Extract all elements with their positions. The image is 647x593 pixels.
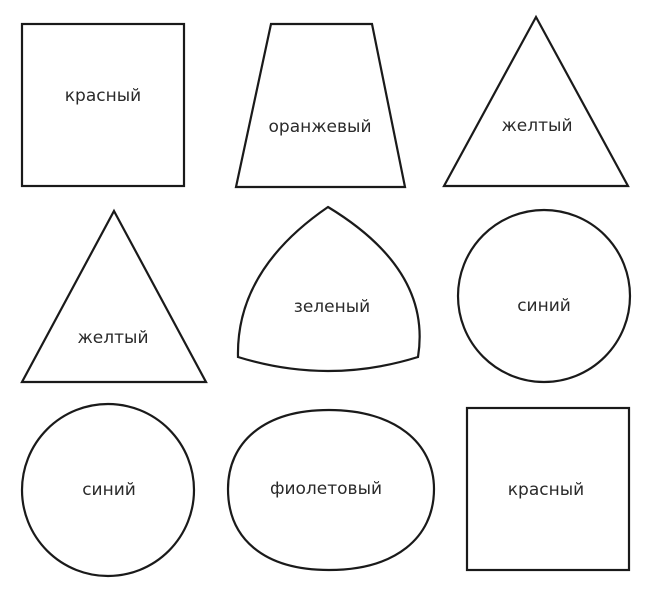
shape-label: зеленый — [294, 297, 370, 317]
shape-label: оранжевый — [269, 117, 372, 137]
shape-card-circle-1: синий — [456, 208, 632, 384]
shape-label: красный — [508, 480, 584, 500]
shape-card-trapezoid: оранжевый — [234, 22, 407, 189]
shape-card-square-1: красный — [20, 22, 186, 188]
shape-card-triangle-2: желтый — [20, 208, 208, 384]
triangle-shape — [442, 14, 630, 188]
triangle-shape — [20, 208, 208, 384]
reuleaux-triangle-shape — [236, 205, 421, 373]
trapezoid-shape — [234, 22, 407, 189]
oval-shape — [226, 408, 436, 572]
shape-label: желтый — [77, 328, 148, 348]
circle-shape — [20, 402, 196, 578]
shape-card-oval: фиолетовый — [226, 408, 436, 572]
square-shape — [465, 406, 631, 572]
square-shape — [20, 22, 186, 188]
shape-label: синий — [82, 480, 136, 500]
shape-label: фиолетовый — [270, 479, 382, 499]
shape-card-reuleaux: зеленый — [236, 205, 421, 373]
shape-card-square-2: красный — [465, 406, 631, 572]
shape-label: желтый — [501, 116, 572, 136]
shape-card-circle-2: синий — [20, 402, 196, 578]
shape-card-triangle-1: желтый — [442, 14, 630, 188]
shape-label: синий — [517, 296, 571, 316]
shape-label: красный — [65, 86, 141, 106]
circle-shape — [456, 208, 632, 384]
